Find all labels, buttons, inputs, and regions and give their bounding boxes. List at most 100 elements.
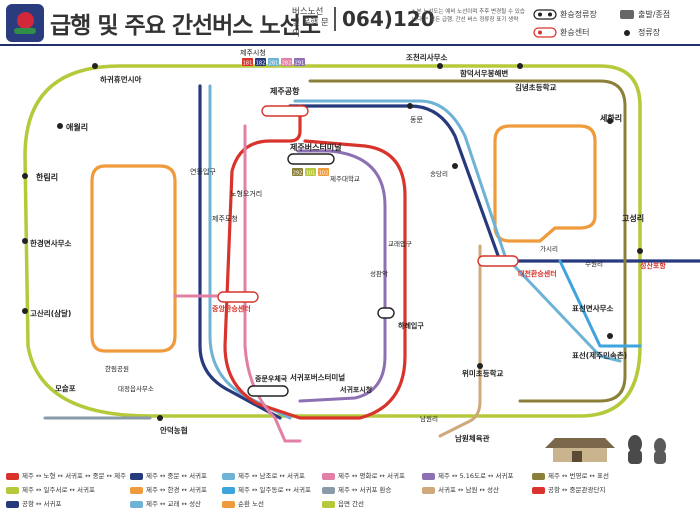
route-badge[interactable] <box>242 58 253 66</box>
label-sehwa[interactable]: 세화리 <box>600 113 622 123</box>
route-green-line[interactable] <box>23 64 642 418</box>
legend-item-10[interactable]: 제주 ↔ 서귀포 환승 <box>322 484 392 496</box>
label-seogwipo-terminal[interactable]: 서귀포버스터미널 <box>290 372 345 382</box>
label-jeju-bus-terminal[interactable]: 제주버스터미널 <box>290 142 342 152</box>
label-hangyeong[interactable]: 한경면사무소 <box>30 238 71 248</box>
header-notes: * 본 노선도는 예비 노선이며 추후 변경될 수 있습니다. * 모든 급행,… <box>412 9 525 23</box>
airport-transfer-marker[interactable] <box>261 105 309 117</box>
station-dot[interactable] <box>57 123 63 129</box>
label-jeju-airport[interactable]: 제주공항 <box>270 86 300 96</box>
route-purple-line[interactable] <box>296 149 387 403</box>
seogwipo-transfer-marker[interactable] <box>247 385 289 397</box>
label-suwon[interactable]: 수원리 <box>585 259 603 268</box>
halla-transfer-marker[interactable] <box>377 307 395 319</box>
legend-swatch <box>322 500 335 508</box>
route-badge[interactable] <box>305 168 316 176</box>
label-daejeong[interactable]: 대정읍사무소 <box>118 384 154 393</box>
label-joncheon[interactable]: 조천리사무소 <box>406 52 447 62</box>
station-dot[interactable] <box>607 118 613 124</box>
legend-item-2[interactable]: 제주 ↔ 중문 ↔ 서귀포 <box>130 470 207 482</box>
route-orange-line[interactable] <box>90 164 177 353</box>
east-transfer-marker[interactable] <box>477 255 519 267</box>
center-transfer-marker[interactable] <box>217 291 259 303</box>
legend-text: 서귀포 ↔ 남원 ↔ 성산 <box>438 486 500 494</box>
route-lightblue-line[interactable] <box>208 84 292 420</box>
station-dot[interactable] <box>22 173 28 179</box>
label-jungmun[interactable]: 중문우체국 <box>255 374 288 383</box>
station-dot[interactable] <box>22 308 28 314</box>
route-badge[interactable] <box>268 58 279 66</box>
station-dot[interactable] <box>157 415 163 421</box>
label-transfer-center-1[interactable]: 중앙환승센터 <box>212 304 251 313</box>
station-dot[interactable] <box>452 163 458 169</box>
route-badge[interactable] <box>255 58 266 66</box>
route-badge[interactable] <box>281 58 292 66</box>
inquiry-phone[interactable]: 064)120 <box>334 7 435 31</box>
label-gasi[interactable]: 가시리 <box>540 244 558 253</box>
legend-item-14[interactable]: 제주 ↔ 교래 ↔ 성산 <box>130 498 201 510</box>
station-dot[interactable] <box>477 363 483 369</box>
station-dot[interactable] <box>607 333 613 339</box>
route-navy-line[interactable] <box>198 84 282 420</box>
label-hallim-park[interactable]: 한림공원 <box>105 364 129 373</box>
route-orange-line-2[interactable] <box>493 124 597 243</box>
route-skyblue-line[interactable] <box>558 259 642 348</box>
label-gosan[interactable]: 고산리(삼달) <box>30 308 71 318</box>
legend-item-9[interactable]: 제주 ↔ 일주동로 ↔ 서귀포 <box>222 484 311 496</box>
route-badge[interactable] <box>318 168 329 176</box>
legend-item-8[interactable]: 제주 ↔ 한경 ↔ 서귀포 <box>130 484 207 496</box>
route-badge[interactable] <box>292 168 303 176</box>
terminal-transfer-marker[interactable] <box>287 153 335 165</box>
station-dot[interactable] <box>407 103 413 109</box>
label-namwon[interactable]: 남원체육관 <box>455 433 490 443</box>
label-gimnyeong[interactable]: 김녕초등학교 <box>515 82 556 92</box>
label-seogwipo-city[interactable]: 서귀포시청 <box>340 385 372 394</box>
legend-swatch <box>422 486 435 494</box>
label-jeju-city-hall[interactable]: 제주시청 <box>240 49 266 57</box>
label-seongpanak[interactable]: 성판악 <box>370 269 388 278</box>
label-namwon-ri[interactable]: 남원리 <box>420 414 438 423</box>
label-hagui[interactable]: 하귀휴먼시아 <box>100 74 141 84</box>
label-hamdeok[interactable]: 함덕서우봉해변 <box>460 68 508 78</box>
legend-item-1[interactable]: 제주 ↔ 노형 ↔ 서귀포 ↔ 중문 ↔ 제주 <box>6 470 126 482</box>
route-badge[interactable] <box>294 58 305 66</box>
label-pyoseon-2[interactable]: 표선(제주민속촌) <box>572 350 627 360</box>
label-yeonhyeon[interactable]: 연동입구 <box>190 168 216 176</box>
legend-item-7[interactable]: 제주 ↔ 일주서로 ↔ 서귀포 <box>6 484 95 496</box>
label-moseulpo[interactable]: 모슬포 <box>55 383 76 393</box>
legend-item-4[interactable]: 제주 ↔ 평화로 ↔ 서귀포 <box>322 470 405 482</box>
route-olive-line[interactable] <box>308 79 627 403</box>
label-seongsan[interactable]: 고성리 <box>622 213 644 223</box>
station-dot[interactable] <box>517 63 523 69</box>
station-dot[interactable] <box>437 63 443 69</box>
station-dot[interactable] <box>22 238 28 244</box>
label-jeju-univ[interactable]: 제주대학교 <box>330 174 360 183</box>
label-hanrim[interactable]: 한림리 <box>36 172 58 182</box>
label-jeju-police[interactable]: 제주도청 <box>212 215 238 223</box>
legend-terminus: 출발/종점 <box>638 10 671 19</box>
legend-item-12[interactable]: 공항 ↔ 중문관광단지 <box>532 484 605 496</box>
legend-item-3[interactable]: 제주 ↔ 남조로 ↔ 서귀포 <box>222 470 305 482</box>
label-andeok[interactable]: 안덕농협 <box>160 425 188 435</box>
label-halla-entrance[interactable]: 하례입구 <box>398 321 424 330</box>
label-transfer-center-2[interactable]: 대천환승센터 <box>518 269 557 278</box>
label-songdang[interactable]: 송당리 <box>430 169 448 178</box>
label-gyorae[interactable]: 교래입구 <box>388 239 412 248</box>
route-lightblue-line-east[interactable] <box>293 99 622 363</box>
station-dot[interactable] <box>637 248 643 254</box>
route-red-line[interactable] <box>223 104 407 420</box>
label-dongmun[interactable]: 동문 <box>410 116 423 124</box>
label-seongsan-port[interactable]: 성산포항 <box>640 261 666 270</box>
legend-item-5[interactable]: 제주 ↔ 5.16도로 ↔ 서귀포 <box>422 470 514 482</box>
label-pyoseon[interactable]: 표선면사무소 <box>572 303 613 313</box>
label-wimi[interactable]: 위미초등학교 <box>462 368 503 378</box>
legend-item-15[interactable]: 순환 노선 <box>222 498 264 510</box>
label-aewol[interactable]: 애월리 <box>66 122 88 132</box>
legend-item-6[interactable]: 제주 ↔ 번영로 ↔ 표선 <box>532 470 609 482</box>
route-tan-line[interactable] <box>438 244 482 438</box>
legend-item-13[interactable]: 공항 ↔ 서귀포 <box>6 498 61 510</box>
station-dot[interactable] <box>92 63 98 69</box>
label-nodong[interactable]: 노형오거리 <box>230 189 262 198</box>
legend-item-16[interactable]: 읍면 간선 <box>322 498 364 510</box>
legend-item-11[interactable]: 서귀포 ↔ 남원 ↔ 성산 <box>422 484 499 496</box>
